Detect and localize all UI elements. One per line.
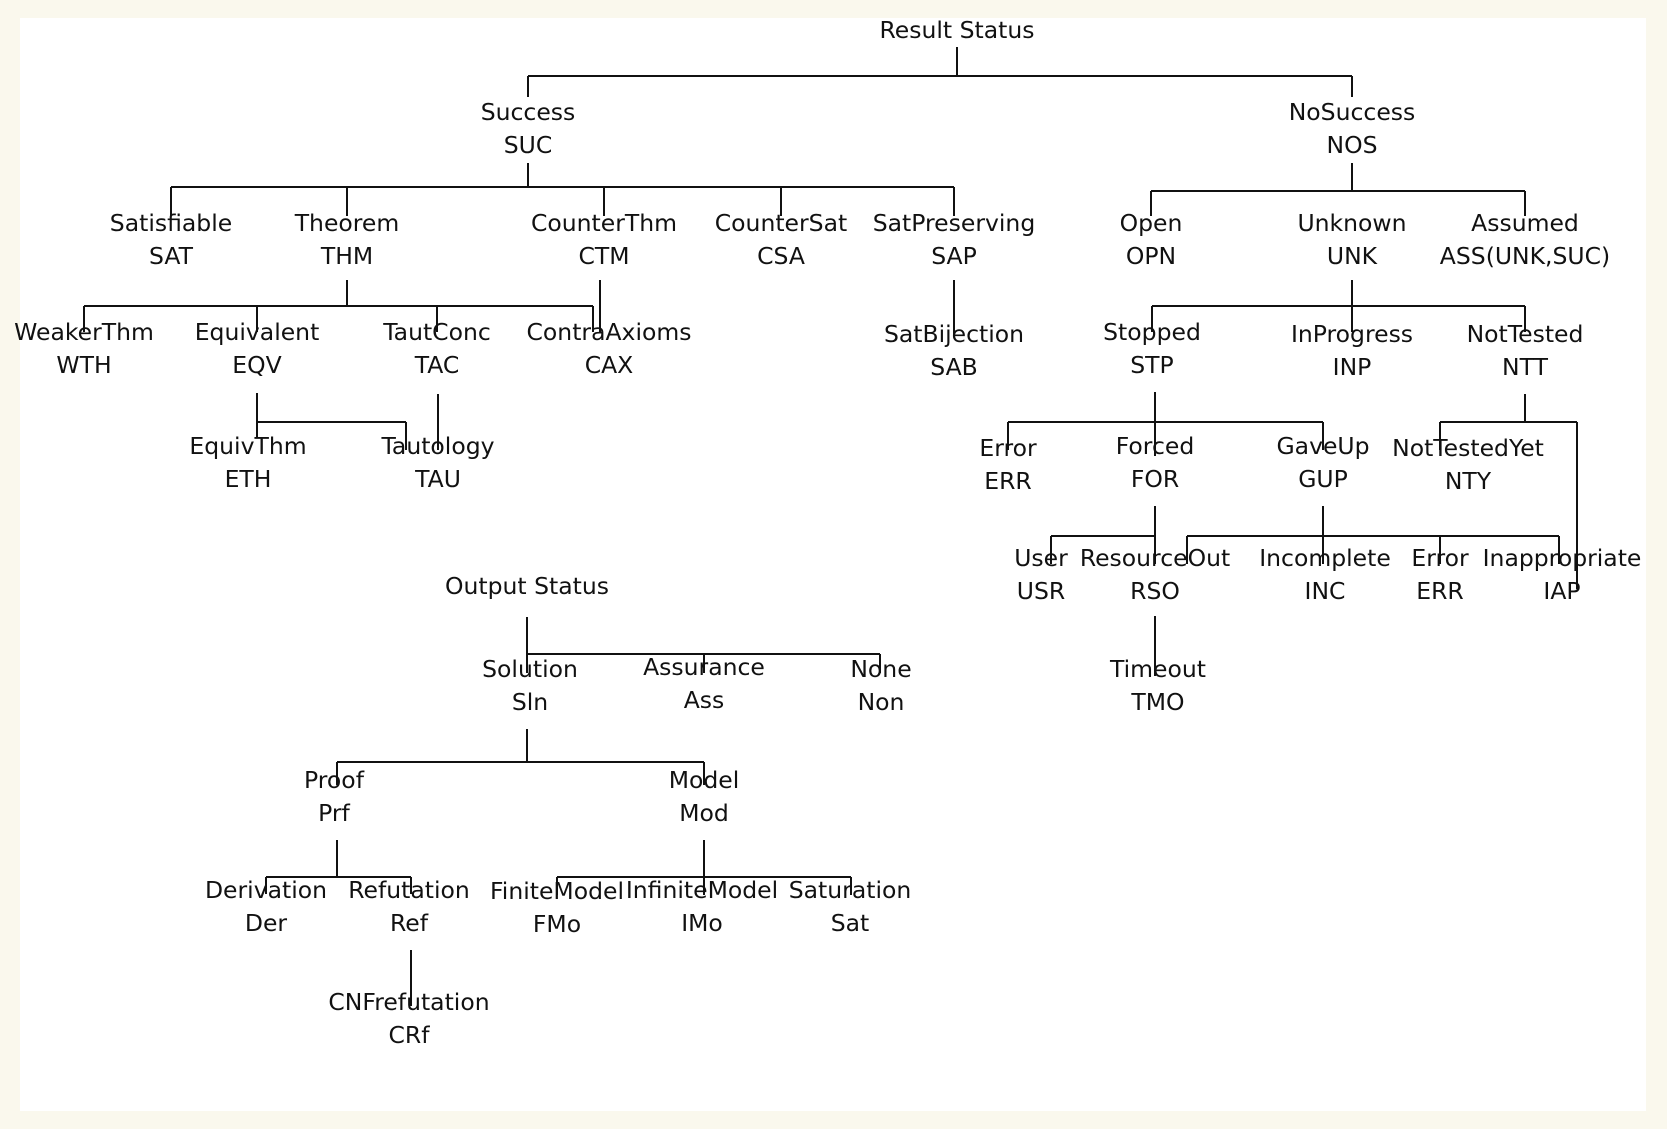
edge-output-children xyxy=(526,617,881,673)
edge-proof-children xyxy=(265,840,412,894)
edge-nosuccess-children xyxy=(1150,163,1526,216)
edge-success-children xyxy=(170,163,955,216)
edge-theorem-children xyxy=(83,280,601,332)
edge-unknown-children xyxy=(1151,280,1526,332)
edge-stopped-children xyxy=(1007,392,1324,456)
result-status-title: Result Status xyxy=(879,16,1035,44)
edge-model-children xyxy=(556,840,852,895)
edge-forced-children xyxy=(1050,506,1156,564)
edge-equivalent-children xyxy=(256,393,439,450)
edge-gaveup-children xyxy=(1186,506,1560,564)
edge-root-children xyxy=(527,47,1353,97)
edge-solution-children xyxy=(336,729,705,785)
connector-lines xyxy=(83,47,1578,1006)
edge-nottested-children xyxy=(1439,394,1578,589)
output-status-title: Output Status xyxy=(445,572,609,600)
